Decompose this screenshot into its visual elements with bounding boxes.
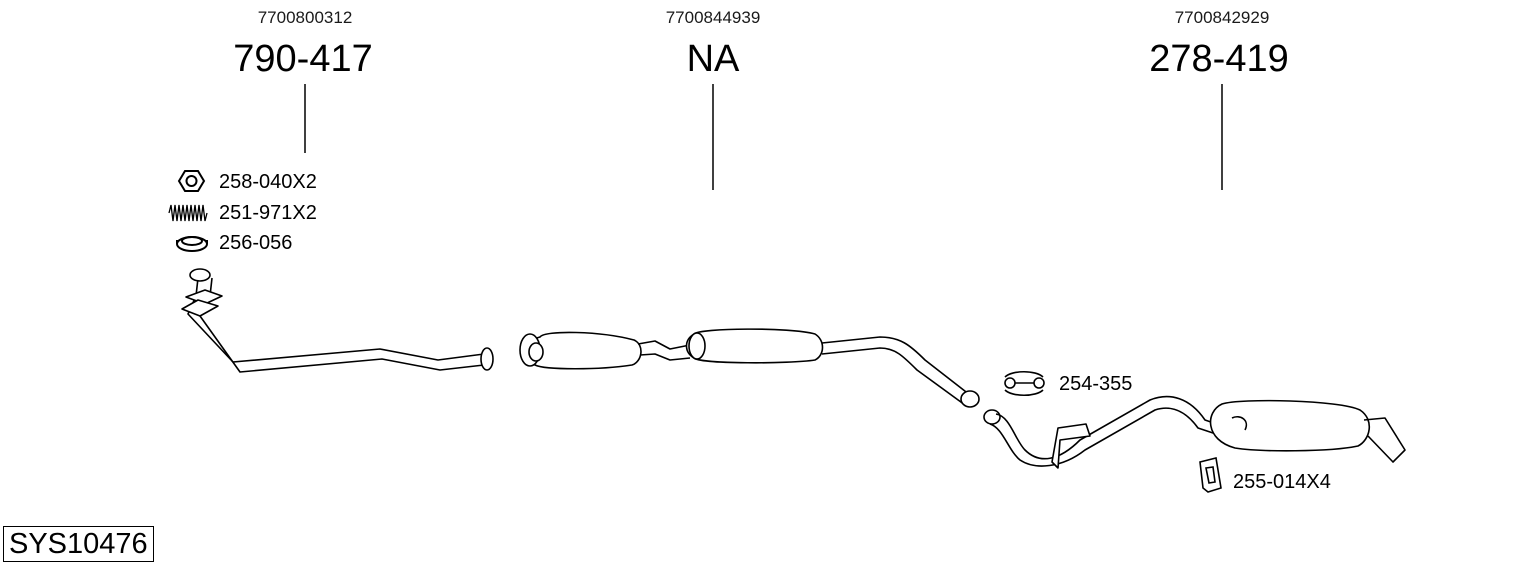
part-number-rear: 278-419 bbox=[1149, 38, 1289, 80]
accessory-label-nut: 258-040X2 bbox=[219, 171, 317, 193]
rubber-hanger-icon bbox=[1199, 457, 1222, 493]
accessory-label-clamp: 254-355 bbox=[1059, 373, 1133, 395]
part-number-middle: NA bbox=[686, 38, 740, 80]
oem-number-rear: 7700842929 bbox=[1174, 8, 1270, 27]
spring-icon bbox=[168, 204, 208, 222]
front-pipe bbox=[181, 268, 494, 373]
nut-icon bbox=[177, 170, 206, 192]
oem-number-middle: 7700844939 bbox=[665, 8, 761, 27]
accessory-label-hanger: 255-014X4 bbox=[1233, 471, 1331, 493]
accessory-label-spring: 251-971X2 bbox=[219, 202, 317, 224]
system-code-box: SYS10476 bbox=[3, 526, 154, 562]
center-section bbox=[519, 328, 980, 408]
oem-number-front: 7700800312 bbox=[257, 8, 353, 27]
part-number-front: 790-417 bbox=[233, 38, 373, 80]
clamp-icon bbox=[1004, 370, 1045, 397]
accessory-label-gasket: 256-056 bbox=[219, 232, 293, 254]
rear-section bbox=[983, 395, 1406, 469]
gasket-ring-icon bbox=[176, 236, 208, 252]
